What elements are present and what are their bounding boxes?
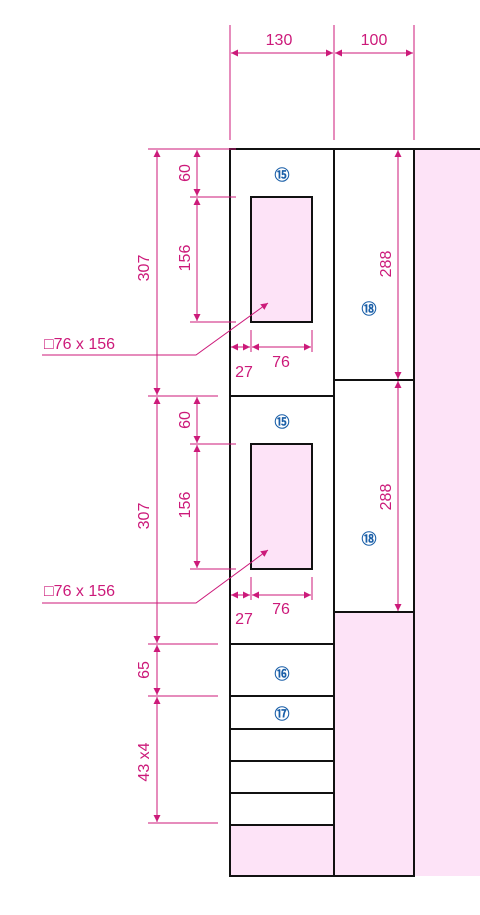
bottom-dimensions: 65 43 x4 — [136, 645, 161, 822]
column-2-outline — [333, 148, 415, 877]
item-labels: ⑮ ⑮ ⑯ ⑰ ⑱ ⑱ — [274, 166, 376, 723]
dim-130: 130 — [266, 32, 293, 49]
dim-43x4: 43 x4 — [136, 742, 153, 781]
label-17: ⑰ — [274, 705, 289, 723]
label-16: ⑯ — [274, 665, 289, 683]
slot-1-fill — [251, 197, 312, 322]
dim-100: 100 — [361, 32, 388, 49]
dim-65: 65 — [136, 661, 153, 679]
dim-307-a: 307 — [136, 255, 153, 282]
dim-60-b: 60 — [177, 411, 194, 429]
slot-2-outline — [250, 443, 313, 570]
section-1-dimensions: 307 60 156 76 27 □76 x 156 — [42, 148, 313, 395]
leader-line-a — [42, 302, 269, 356]
leader-line-b — [42, 549, 269, 604]
label-15-a: ⑮ — [274, 166, 289, 184]
dim-307-b: 307 — [136, 503, 153, 530]
col1-bottom-fill — [230, 825, 334, 876]
dim-288-b: 288 — [378, 484, 395, 511]
dim-76-a: 76 — [272, 354, 290, 371]
slot-2-fill — [251, 444, 312, 569]
fill-regions — [230, 149, 480, 876]
dim-288-a: 288 — [378, 251, 395, 278]
structure-outline — [229, 148, 480, 877]
dim-27-b: 27 — [235, 611, 253, 628]
dim-60-a: 60 — [177, 164, 194, 182]
top-dimensions: 130 100 — [229, 25, 415, 140]
slot-spec-a: □76 x 156 — [44, 336, 115, 353]
dim-76-b: 76 — [272, 601, 290, 618]
dim-156-b: 156 — [177, 492, 194, 519]
right-strip-fill — [414, 149, 480, 876]
dim-27-a: 27 — [235, 364, 253, 381]
label-15-b: ⑮ — [274, 413, 289, 431]
label-18-a: ⑱ — [361, 300, 376, 318]
panel-dimensions: 288 288 — [378, 150, 402, 611]
col2-lower-fill — [334, 612, 414, 876]
section-2-dimensions: 307 60 156 76 27 □76 x 156 — [42, 397, 313, 643]
slot-1-outline — [250, 196, 313, 323]
dim-156-a: 156 — [177, 245, 194, 272]
slot-spec-b: □76 x 156 — [44, 583, 115, 600]
label-18-b: ⑱ — [361, 530, 376, 548]
